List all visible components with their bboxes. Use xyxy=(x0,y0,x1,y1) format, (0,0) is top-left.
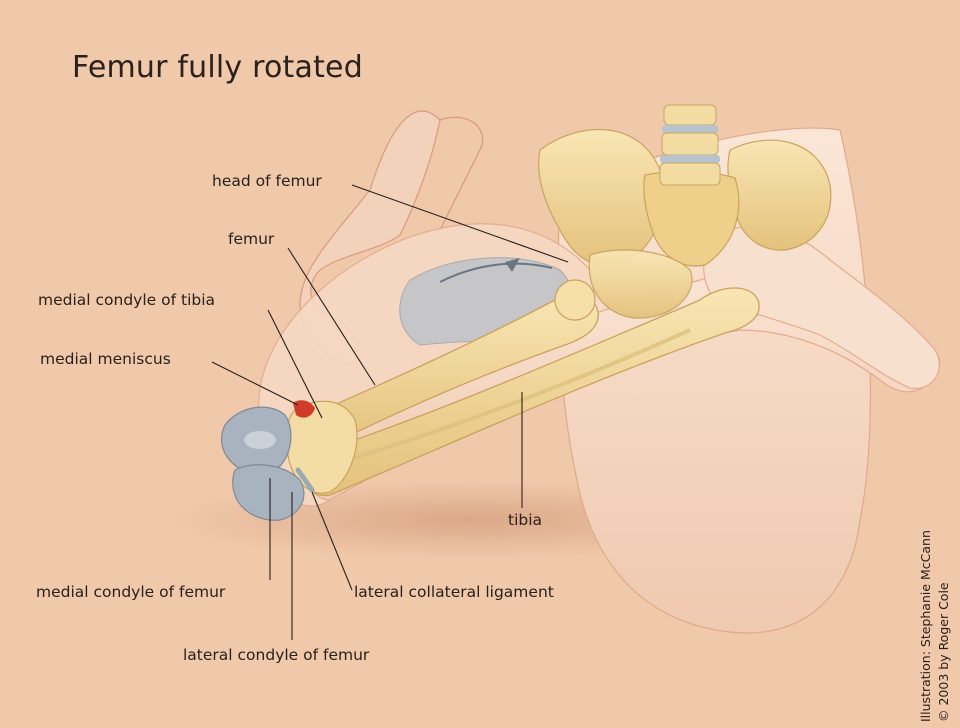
label-tibia: tibia xyxy=(508,513,542,529)
vertebra-3 xyxy=(660,163,720,185)
copyright-credit: © 2003 by Roger Cole xyxy=(936,582,951,722)
vertebra-2 xyxy=(662,133,718,155)
illustration-credit: Illustration: Stephanie McCann xyxy=(918,530,933,722)
disc-1 xyxy=(662,125,718,133)
label-lateral-condyle-of-femur: lateral condyle of femur xyxy=(183,648,369,664)
label-femur: femur xyxy=(228,232,274,248)
diagram-title: Femur fully rotated xyxy=(72,50,363,85)
femur-head xyxy=(555,280,595,320)
label-medial-condyle-of-tibia: medial condyle of tibia xyxy=(38,293,215,309)
label-medial-meniscus: medial meniscus xyxy=(40,352,171,368)
label-lateral-collateral-ligament: lateral collateral ligament xyxy=(354,585,554,601)
label-head-of-femur: head of femur xyxy=(212,174,322,190)
vertebra-1 xyxy=(664,105,716,125)
condyle-highlight xyxy=(244,431,276,449)
label-medial-condyle-of-femur: medial condyle of femur xyxy=(36,585,225,601)
disc-2 xyxy=(660,155,720,163)
